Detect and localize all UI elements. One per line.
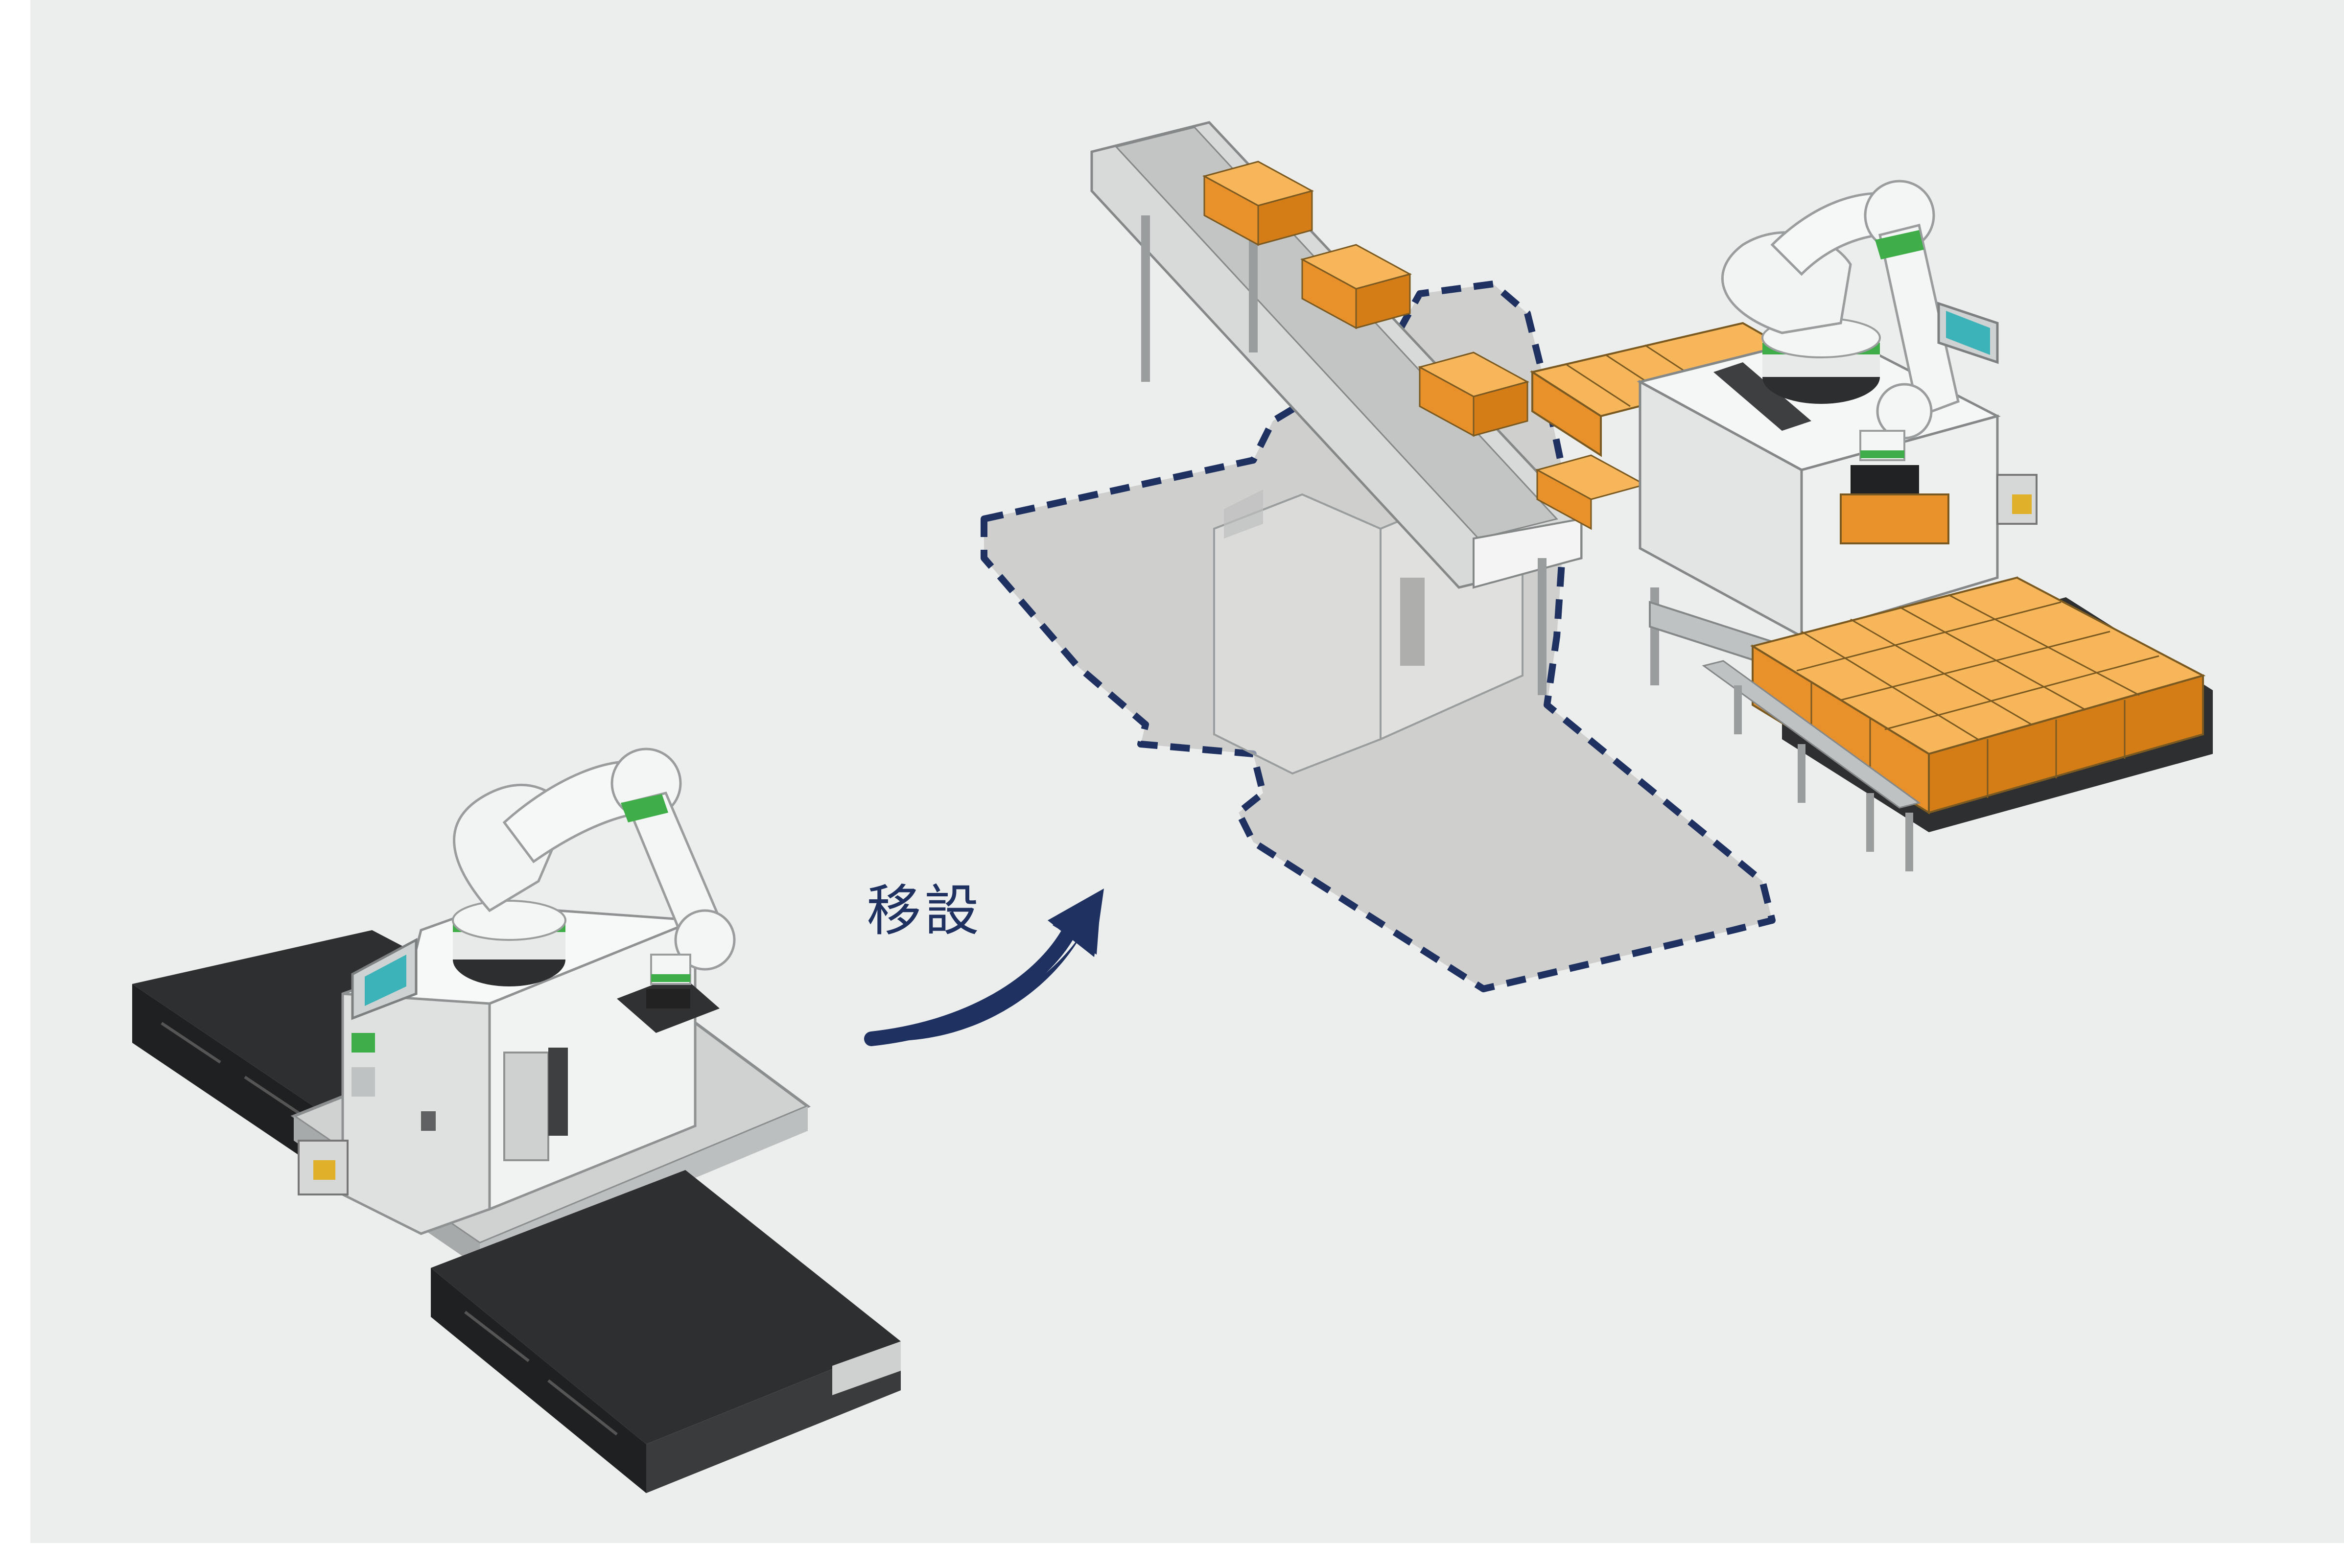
left-robot-arm: [452, 748, 736, 986]
relocation-arrow: [864, 889, 1104, 1046]
front-pallet-stack: [1702, 576, 2213, 871]
conveyor-box: [1535, 454, 1647, 530]
infeed-conveyor: [1090, 121, 1659, 695]
conveyor-box: [1202, 161, 1314, 246]
right-production-line: [981, 121, 2213, 992]
conveyor-box: [1300, 244, 1412, 329]
right-robot-arm: [1721, 180, 1999, 544]
left-palletizer-cell: [132, 748, 901, 1493]
conveyor-box: [1418, 351, 1529, 437]
front-pallet: [431, 1170, 901, 1493]
relocation-label: 移設: [867, 879, 982, 943]
